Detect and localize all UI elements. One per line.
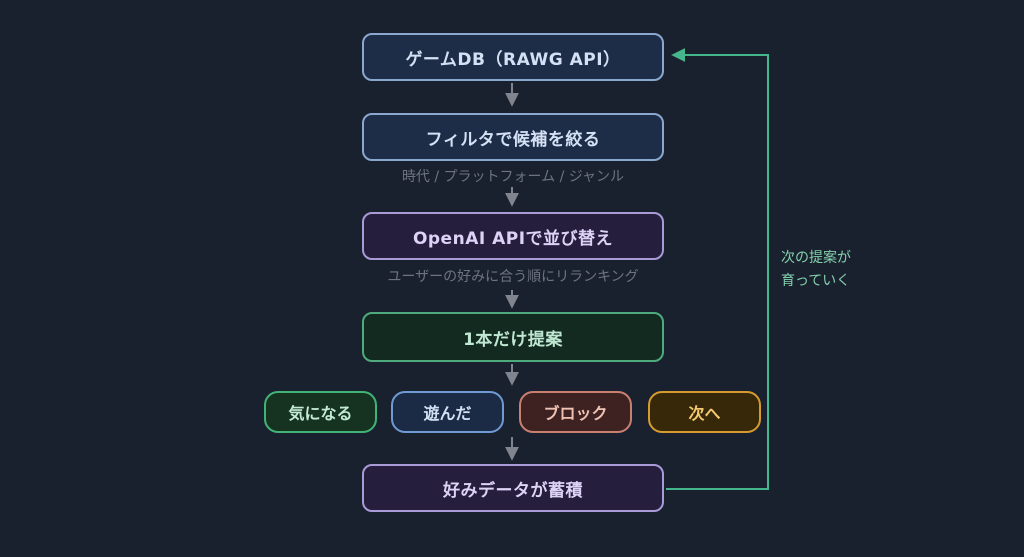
feedback-loop-label-line2: 育っていく [781,273,851,289]
action-interested-button: 気になる [264,391,377,433]
node-single-suggestion: 1本だけ提案 [362,312,664,362]
filter-caption: 時代 / プラットフォーム / ジャンル [401,169,625,185]
action-played-button: 遊んだ [391,391,504,433]
feedback-loop-label: 次の提案が 育っていく [781,247,851,293]
action-block-button: ブロック [519,391,632,433]
node-openai-rerank: OpenAI APIで並び替え [362,212,664,260]
action-next-button: 次へ [648,391,761,433]
node-filter: フィルタで候補を絞る [362,113,664,161]
feedback-loop-label-line1: 次の提案が [781,250,851,266]
rerank-caption: ユーザーの好みに合う順にリランキング [387,269,639,285]
node-game-db: ゲームDB（RAWG API） [362,33,664,81]
node-preference-store: 好みデータが蓄積 [362,464,664,512]
